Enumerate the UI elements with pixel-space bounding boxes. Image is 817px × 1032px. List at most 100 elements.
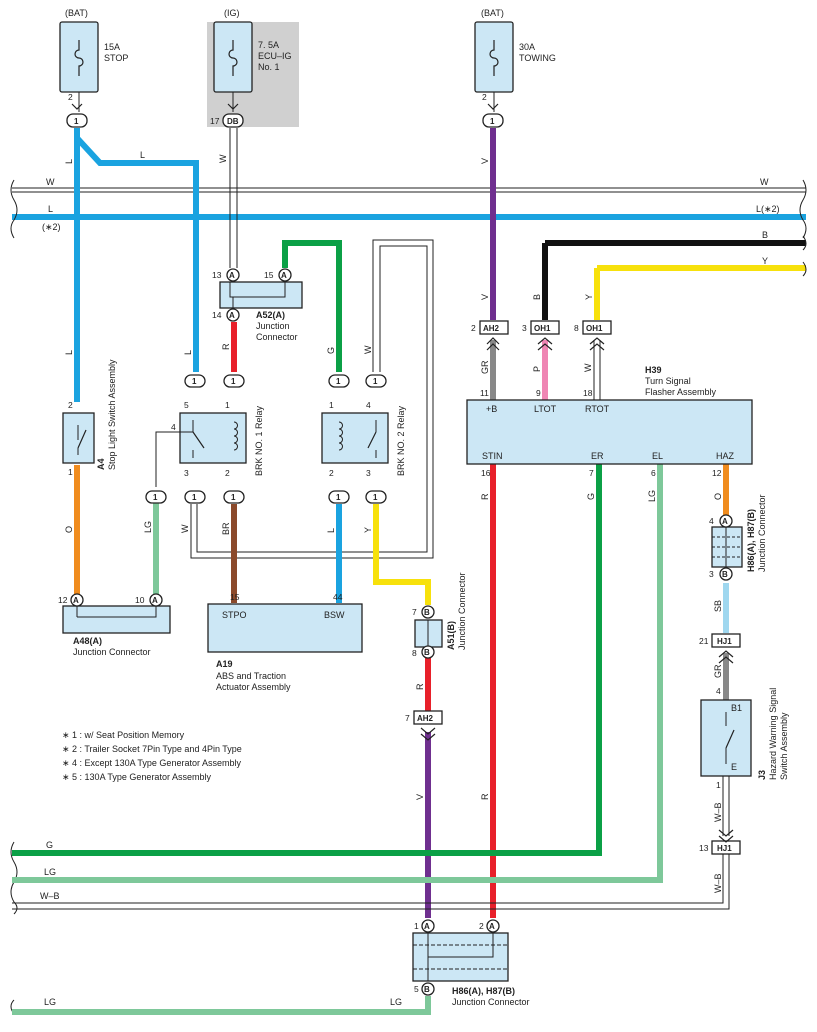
a52-p13: 13 (212, 270, 222, 280)
brk1-p3: 3 (184, 468, 189, 478)
source-bat2: (BAT) (481, 8, 504, 18)
h86-bottom-junction (412, 932, 509, 982)
connector-circles (66, 113, 733, 996)
wire-label-w1: W (218, 154, 228, 163)
oh1-b-pin: 3 (522, 323, 527, 333)
oh1-y-conn: OH1 (586, 324, 603, 333)
h86-bot-a2: A (489, 922, 495, 931)
source-bat1: (BAT) (65, 8, 88, 18)
h86-bot-name: Junction Connector (452, 997, 530, 1007)
a52-conn-a1: A (229, 271, 235, 280)
notes-block: ∗ 1 : w/ Seat Position Memory ∗ 2 : Trai… (62, 730, 242, 782)
h39-t-stin: STIN (482, 451, 503, 461)
h39-p16: 16 (481, 468, 491, 478)
bus-lg-bottom-left-label: LG (44, 997, 56, 1007)
j3-hazard-switch (700, 699, 752, 777)
a4-name: Stop Light Switch Assembly (107, 359, 117, 470)
a52-name1: Junction (256, 321, 290, 331)
source-ig: (IG) (224, 8, 240, 18)
j3-p1: 1 (716, 780, 721, 790)
wire-label-g-er: G (586, 493, 596, 500)
fuse-ecu-no: No. 1 (258, 62, 280, 72)
a48-code: A48(A) (73, 636, 102, 646)
wire-label-sb1: SB (713, 600, 723, 612)
brk1-p5: 5 (184, 400, 189, 410)
brk2-p3: 3 (366, 468, 371, 478)
h39-t-ltot: LTOT (534, 404, 557, 414)
j3-b1: B1 (731, 703, 742, 713)
wire-label-wb2: W–B (713, 873, 723, 893)
relay1-pin4-wire (155, 431, 175, 487)
wire-label-r-stin: R (480, 493, 490, 500)
a48-pin-l: 12 (58, 595, 68, 605)
a52-conn-a2: A (281, 271, 287, 280)
h86-bot-b: B (424, 985, 430, 994)
oval-1-f: 1 (373, 377, 378, 386)
wire-label-b1: B (532, 294, 542, 300)
wire-label-l2: L (140, 150, 145, 160)
h86-top-junction (711, 526, 743, 568)
wire-label-lg1: LG (143, 521, 153, 533)
relay2-y-wire (373, 504, 431, 605)
wire-label-w3: W (180, 524, 190, 533)
a19-name2: Actuator Assembly (216, 682, 291, 692)
h86-top-name: Junction Connector (757, 494, 767, 572)
oval-1-c: 1 (192, 377, 197, 386)
j3-p4: 4 (716, 686, 721, 696)
brk1-relay (175, 412, 247, 464)
h39-p11: 11 (480, 388, 489, 398)
note-1: ∗ 1 : w/ Seat Position Memory (62, 730, 185, 740)
a52-g-wire (282, 240, 342, 372)
h39-turn-signal-flasher (466, 399, 753, 465)
a52-name2: Connector (256, 332, 298, 342)
bus-w-right-label: W (760, 177, 769, 187)
brk2-name: BRK NO. 2 Relay (396, 405, 406, 476)
note-2: ∗ 2 : Trailer Socket 7Pin Type and 4Pin … (62, 744, 242, 754)
h86-bot-p1: 1 (414, 921, 419, 931)
hj1-bot-conn: HJ1 (717, 844, 732, 853)
fuse-stop-name: STOP (104, 53, 128, 63)
chevrons (71, 103, 734, 843)
a52-junction-connector (219, 281, 303, 309)
a51-name: Junction Connector (457, 572, 467, 650)
ah2-mid-pin: 7 (405, 713, 410, 723)
wire-label-l-bsw: L (326, 528, 336, 533)
fuse-stop (59, 21, 99, 112)
oval-1-j: 1 (336, 493, 341, 502)
break-marks (10, 179, 807, 1015)
a51-conn-b2: B (424, 648, 430, 657)
fuse-towing-pin: 2 (482, 92, 487, 102)
wire-label-w-oh1: W (583, 363, 593, 372)
h86-bot-a1: A (424, 922, 430, 931)
j3-code: J3 (757, 770, 767, 780)
h86-bot-code: H86(A), H87(B) (452, 986, 515, 996)
wire-label-br1: BR (221, 522, 231, 535)
h39-p6: 6 (651, 468, 656, 478)
oval-1-h: 1 (192, 493, 197, 502)
h86-top-p4: 4 (709, 516, 714, 526)
a51-conn-b1: B (424, 608, 430, 617)
wire-label-r1: R (221, 343, 231, 350)
brk2-p1: 1 (329, 400, 334, 410)
rtot-w-wire (593, 340, 601, 400)
wire-label-o1: O (64, 526, 74, 533)
a19-p44: 44 (333, 592, 343, 602)
a52-p15: 15 (264, 270, 274, 280)
wire-label-o-haz: O (713, 493, 723, 500)
h39-t-er: ER (591, 451, 604, 461)
h86-top-p3: 3 (709, 569, 714, 579)
h86-top-b: B (722, 570, 728, 579)
bus-y-label: Y (762, 256, 768, 266)
fuse-ecu-conn: DB (227, 117, 239, 126)
brk1-p4: 4 (171, 422, 176, 432)
el-lg-wire (12, 464, 663, 883)
brk1-name: BRK NO. 1 Relay (254, 405, 264, 476)
a19-bsw: BSW (324, 610, 345, 620)
a4-pin-bot: 1 (68, 467, 73, 477)
a19-abs-actuator (207, 603, 363, 653)
bus-note-2: (∗2) (42, 222, 61, 232)
bottom-lg-wire (12, 996, 431, 1015)
wire-label-v-tow: V (480, 158, 490, 164)
h86-bot-p5: 5 (414, 984, 419, 994)
a51-p7: 7 (412, 607, 417, 617)
